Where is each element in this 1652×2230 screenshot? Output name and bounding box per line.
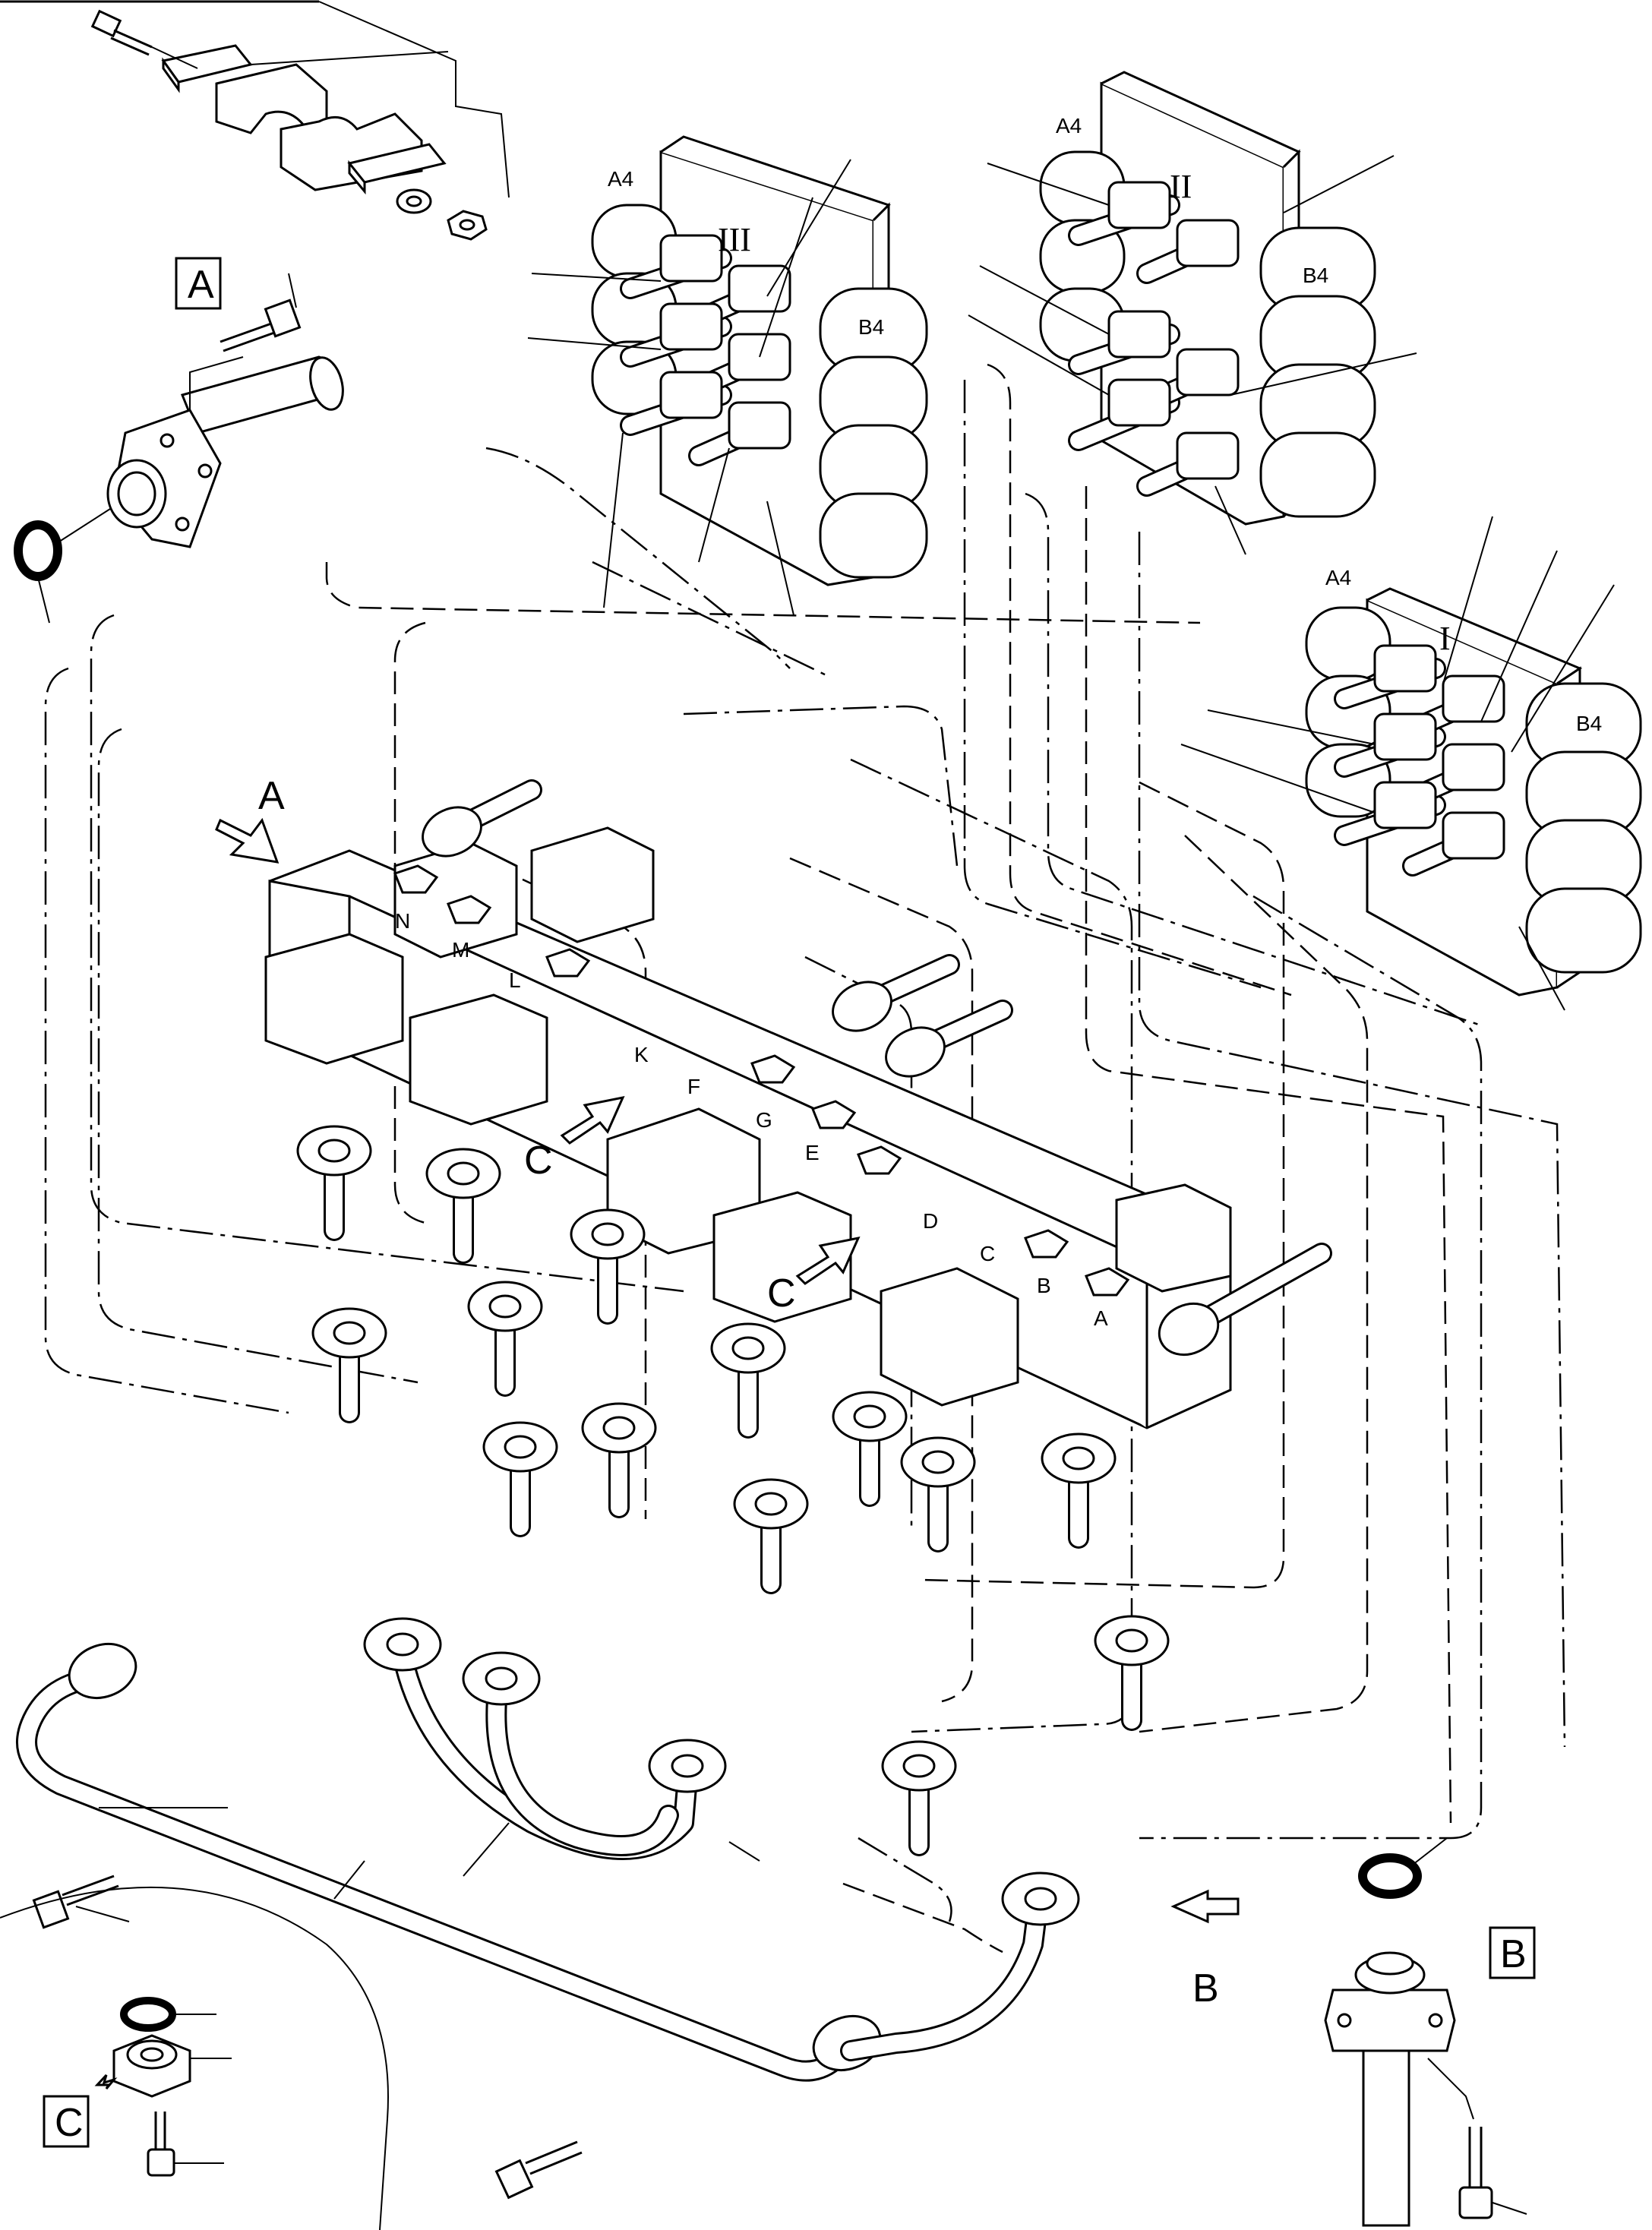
- detail-b: B B: [1170, 1837, 1536, 2227]
- fitting-11: [900, 1436, 976, 1552]
- fitting-6: [482, 1421, 558, 1537]
- fitting-2: [311, 1307, 387, 1423]
- clamp-half-upper: [215, 63, 328, 134]
- valve-iii-a4-label: A4: [608, 167, 633, 191]
- section-g: G: [756, 1108, 772, 1132]
- detail-a: A: [14, 257, 344, 624]
- clamp-bolt: [90, 9, 153, 56]
- fitting-3: [425, 1148, 501, 1264]
- detail-c-o-ring: [120, 1997, 176, 2032]
- detail-c-arrow: [94, 2074, 118, 2089]
- detail-b-box: [1489, 1926, 1536, 1979]
- manifold-feed-tubes: [422, 779, 1332, 1357]
- detail-c-screw: [147, 2112, 224, 2177]
- valve-i-ports: [1334, 644, 1505, 877]
- section-k: K: [634, 1043, 649, 1066]
- valve-iii-ports: [620, 234, 791, 466]
- flange-fittings: [296, 1125, 1170, 1856]
- control-valve-iii: A4 B4 III: [527, 135, 928, 616]
- section-b: B: [1037, 1274, 1051, 1297]
- screw-left: [32, 1875, 130, 1929]
- view-b-arrow: [1170, 1889, 1240, 1924]
- manifold-section-labels: N M L K F G E D C B A: [395, 909, 1108, 1330]
- view-a-arrow-label: A: [258, 774, 285, 818]
- fitting-4: [467, 1281, 543, 1397]
- detail-a-box: [175, 257, 222, 310]
- valve-i-label: I: [1439, 620, 1451, 657]
- valve-ii-a4-label: A4: [1056, 114, 1082, 137]
- detail-b-box-label: B: [1500, 1932, 1527, 1976]
- fitting-12: [1041, 1432, 1117, 1549]
- detail-b-flange-fitting: [1324, 1951, 1456, 2227]
- bottom-screws: [32, 1875, 583, 2200]
- fitting-8: [710, 1322, 786, 1439]
- fitting-10: [832, 1391, 908, 1507]
- clamp-plate-top: [161, 44, 253, 84]
- valve-iii-b4-spools: [819, 287, 928, 579]
- view-c-arrow-2: [795, 1236, 861, 1285]
- fitting-5: [570, 1208, 646, 1325]
- section-e: E: [805, 1141, 820, 1164]
- valve-ii-b4-spools: [1259, 226, 1376, 518]
- main-manifold: N M L K F G E D C B A: [264, 779, 1332, 1429]
- clamp-assembly: [0, 0, 510, 241]
- fitting-1: [296, 1125, 372, 1241]
- detail-a-flange: [106, 355, 344, 548]
- detail-c: C: [0, 1886, 389, 2230]
- detail-b-screw: [1427, 2058, 1527, 2219]
- section-f: F: [687, 1075, 700, 1098]
- detail-c-box-label: C: [55, 2101, 84, 2145]
- view-b-arrow-label: B: [1192, 1966, 1219, 2010]
- manifold-bolts: [393, 864, 1130, 1297]
- section-d: D: [923, 1209, 938, 1233]
- view-a-arrow: [215, 817, 280, 864]
- valve-i-b4-label: B4: [1576, 712, 1602, 735]
- view-c-arrow-1-label: C: [524, 1139, 553, 1183]
- view-arrows: A C C: [215, 774, 861, 1316]
- bent-tubes: [16, 1617, 1080, 2082]
- valve-ii-ports: [1068, 181, 1240, 497]
- section-a: A: [1094, 1306, 1108, 1330]
- detail-a-box-label: A: [188, 263, 214, 307]
- valve-ii-label: II: [1170, 168, 1192, 205]
- screw-center: [494, 2140, 583, 2200]
- section-c: C: [980, 1242, 995, 1265]
- control-valve-ii: A4 B4 II: [968, 71, 1417, 555]
- section-m: M: [452, 938, 469, 962]
- valve-ii-b4-label: B4: [1303, 264, 1328, 287]
- fitting-14: [881, 1740, 957, 1856]
- fitting-13: [1094, 1615, 1170, 1731]
- section-n: N: [395, 909, 410, 933]
- detail-c-box: [43, 2095, 90, 2148]
- valve-i-b4-spools: [1525, 682, 1642, 974]
- detail-b-o-ring: [1358, 1853, 1422, 1899]
- detail-a-o-ring: [14, 520, 62, 581]
- fitting-7: [581, 1402, 657, 1518]
- detail-a-screw: [220, 273, 302, 352]
- valve-i-a4-label: A4: [1325, 566, 1351, 589]
- valve-iii-label: III: [718, 221, 751, 258]
- view-c-arrow-1: [560, 1095, 625, 1145]
- detail-c-circle-outline: [0, 1886, 389, 2230]
- valve-iii-b4-label: B4: [858, 315, 884, 339]
- fitting-9: [733, 1478, 809, 1594]
- valve-ii-a4-spools: [1039, 150, 1126, 362]
- section-l: L: [509, 968, 521, 992]
- control-valve-i: A4 B4 I: [1180, 516, 1642, 1011]
- detail-c-flange: [112, 2034, 232, 2098]
- view-c-arrow-2-label: C: [767, 1271, 796, 1316]
